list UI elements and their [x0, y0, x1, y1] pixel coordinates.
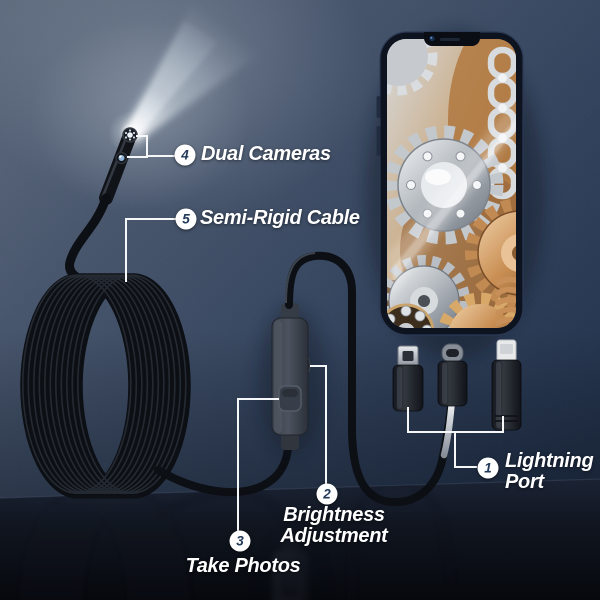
- cable-control-to-connectors: [285, 251, 455, 507]
- gear-copper: [465, 198, 516, 308]
- volume-button: [376, 96, 381, 118]
- callout-line-dual-cameras: [127, 135, 175, 158]
- control-unit: [258, 303, 326, 455]
- silver-cable-segment: [440, 402, 455, 459]
- badge-3: 3: [229, 530, 251, 552]
- phone-screen: [387, 39, 516, 328]
- phone-notch: [424, 32, 480, 46]
- callout-lines: [125, 135, 504, 531]
- volume-button: [376, 126, 381, 156]
- label-lightning-line2: Port: [505, 471, 544, 493]
- spring: [495, 276, 516, 326]
- lightning-connector: [491, 339, 522, 431]
- smartphone: [365, 30, 545, 360]
- label-lightning-port: Lightning Port: [505, 450, 594, 493]
- badge-2: 2: [316, 483, 338, 505]
- label-semi-rigid-cable: Semi-Rigid Cable: [200, 207, 360, 229]
- label-take-photos: Take Photos: [185, 555, 301, 577]
- side-camera-lens: [115, 151, 128, 165]
- cable-coil-to-control: [154, 445, 292, 497]
- callout-line-lightning: [407, 407, 504, 468]
- callout-line-brightness: [310, 365, 327, 484]
- front-camera-lens: [122, 127, 138, 143]
- callout-line-take-photos: [237, 398, 279, 531]
- usb-c-connector: [437, 343, 468, 407]
- badge-4: 4: [174, 144, 196, 166]
- label-brightness-line1: Brightness: [283, 504, 385, 526]
- badge-1: 1: [477, 457, 499, 479]
- micro-usb-connector: [392, 345, 424, 412]
- badge-5: 5: [175, 208, 197, 230]
- callout-line-semi-rigid: [125, 218, 176, 282]
- front-camera-dot: [429, 35, 435, 42]
- label-brightness-adjustment: Brightness Adjustment: [280, 505, 387, 547]
- label-lightning-line1: Lightning: [505, 450, 594, 472]
- label-brightness-line2: Adjustment: [280, 525, 388, 547]
- label-dual-cameras: Dual Cameras: [201, 143, 331, 165]
